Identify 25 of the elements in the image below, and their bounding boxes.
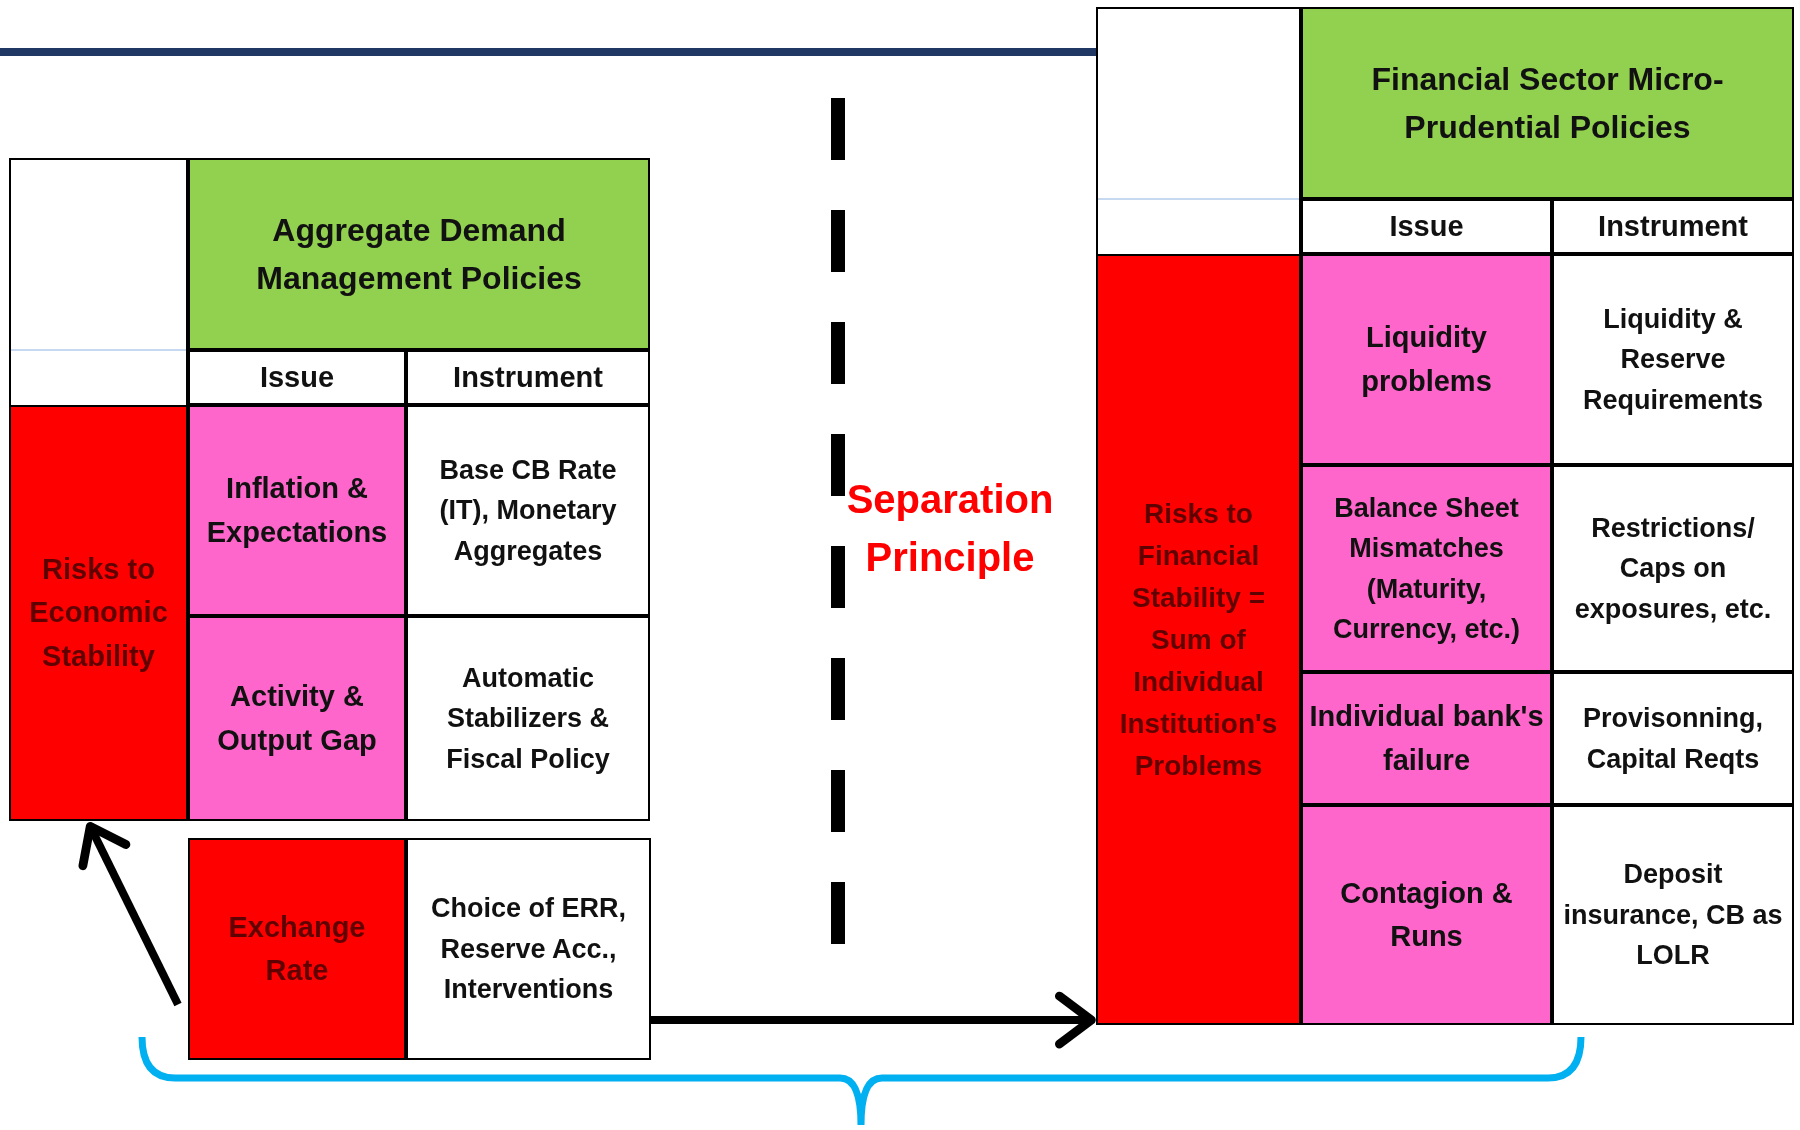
table-cell: Activity & Output Gap: [188, 616, 406, 821]
table-cell: Risks to Financial Stability = Sum of Individual Institution's Problems: [1096, 254, 1301, 1025]
table-cell: Automatic Stabilizers & Fiscal Policy: [406, 616, 650, 821]
table-cell: Exchange Rate: [188, 838, 406, 1060]
column-header: Instrument: [406, 350, 650, 405]
column-header: Issue: [1301, 199, 1552, 254]
table-cell: Liquidity & Reserve Requirements: [1552, 254, 1794, 465]
table-cell: Base CB Rate (IT), Monetary Aggregates: [406, 405, 650, 616]
table-cell: Inflation & Expectations: [188, 405, 406, 616]
table-cell: Balance Sheet Mismatches (Maturity, Currency, etc.): [1301, 465, 1552, 672]
table-cell: Risks to Economic Stability: [9, 405, 188, 821]
annotation-text: Separation Principle: [845, 476, 1055, 581]
table-cell: Deposit insurance, CB as LOLR: [1552, 805, 1794, 1025]
table-cell: Contagion & Runs: [1301, 805, 1552, 1025]
column-header: Issue: [188, 350, 406, 405]
table-cell: Individual bank's failure: [1301, 672, 1552, 805]
table-cell: Choice of ERR, Reserve Acc., Interventions: [406, 838, 651, 1060]
table-cell: Provisonning, Capital Reqts: [1552, 672, 1794, 805]
arrow: [78, 822, 182, 1007]
table-header: Aggregate Demand Management Policies: [188, 158, 650, 350]
table-header: Financial Sector Micro-Prudential Policies: [1301, 7, 1794, 199]
column-header: Instrument: [1552, 199, 1794, 254]
table-cell: Liquidity problems: [1301, 254, 1552, 465]
table-cell: Restrictions/ Caps on exposures, etc.: [1552, 465, 1794, 672]
arrow: [651, 991, 1096, 1049]
